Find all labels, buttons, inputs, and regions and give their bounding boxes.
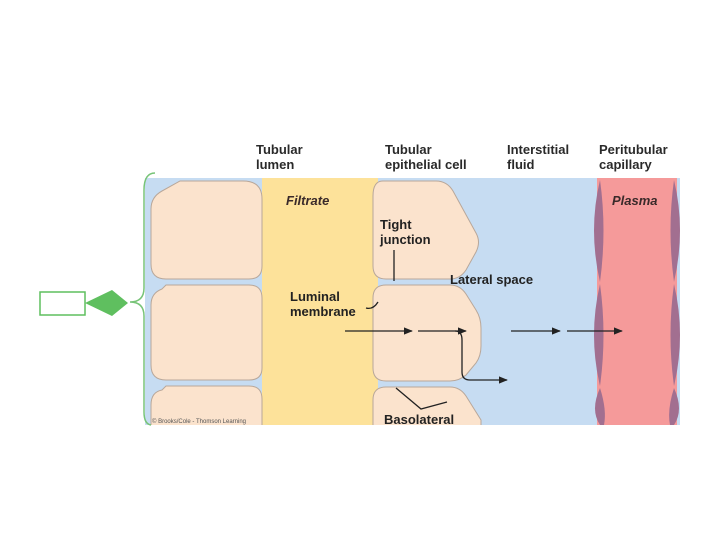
basolateral-label: Basolateral <box>384 413 455 426</box>
capillary-wall <box>594 180 680 425</box>
epithelial-cells <box>372 180 482 425</box>
filtrate-label: Filtrate <box>286 193 330 208</box>
callout-box <box>39 291 86 316</box>
plasma-region <box>597 178 677 425</box>
bracket <box>129 172 156 426</box>
luminal-membrane-label: Luminal membrane <box>290 289 356 319</box>
transport-arrows <box>345 327 623 384</box>
leader-lines <box>365 250 448 410</box>
plasma-label: Plasma <box>612 193 658 208</box>
copyright-credit: © Brooks/Cole - Thomson Learning <box>152 419 247 425</box>
header-tubular-epithelial-cell: Tubular epithelial cell <box>385 142 467 172</box>
filtrate-region <box>262 178 378 425</box>
callout-arrow-icon <box>85 290 128 316</box>
header-interstitial-fluid: Interstitial fluid <box>507 142 570 172</box>
lateral-space-label: Lateral space <box>450 272 534 287</box>
header-tubular-lumen: Tubular lumen <box>256 142 303 172</box>
header-peritubular-capillary: Peritubular capillary <box>599 142 668 172</box>
left-cells <box>150 180 263 425</box>
tight-junction-label: Tight junction <box>380 217 431 247</box>
